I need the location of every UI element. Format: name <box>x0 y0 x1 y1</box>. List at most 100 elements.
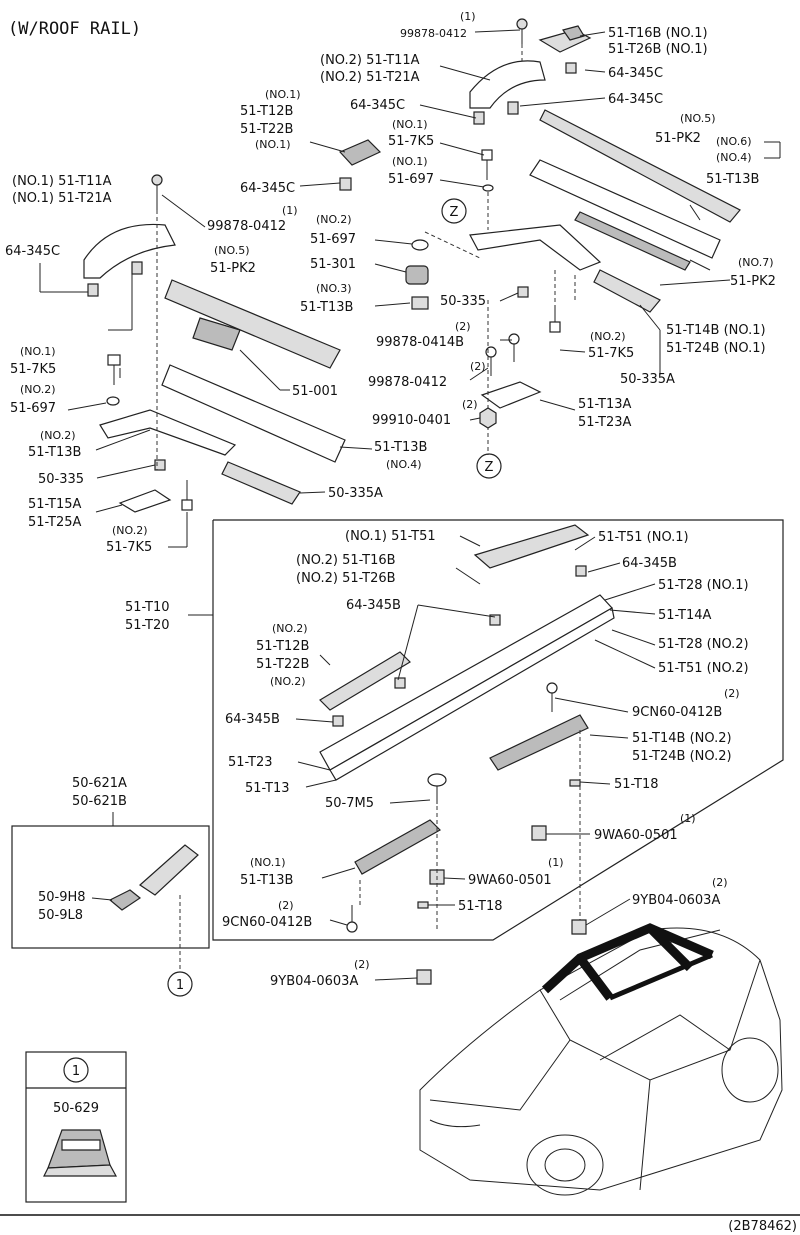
label-l38: (2) <box>455 320 471 333</box>
label-l78: 51-T22B <box>256 657 309 672</box>
label-l62: 51-T25A <box>28 515 82 530</box>
clip-64-345C-a <box>565 62 577 74</box>
label-l06: 64-345C <box>608 66 663 81</box>
label-l107: 9YB04-0603A <box>270 974 358 989</box>
label-l88: 51-T13 <box>245 781 290 796</box>
inset-part-number: 50-629 <box>53 1101 99 1116</box>
label-l39: 99878-0414B <box>376 335 464 350</box>
clip-64-345B-a <box>575 565 587 577</box>
label-l103: 51-T18 <box>458 899 503 914</box>
label-l85: 51-T14B (NO.2) <box>632 731 732 746</box>
label-l41: 51-7K5 <box>588 346 634 361</box>
clip-64-345B-d <box>332 715 344 727</box>
pad-51-T13B-no3 <box>411 296 429 310</box>
label-l76: (NO.2) <box>272 622 308 635</box>
rail-51-T20-lower <box>329 607 615 781</box>
molding-50-621A <box>139 844 199 896</box>
label-l31: (NO.3) <box>316 282 352 295</box>
label-l96: 51-T13B <box>240 873 293 888</box>
label-l77: 51-T12B <box>256 639 309 654</box>
label-l55: 99910-0401 <box>372 413 451 428</box>
pad-50-335A-left <box>221 461 301 505</box>
car-outline-illustration <box>419 927 783 1196</box>
label-l53: 51-T23A <box>578 415 632 430</box>
label-l15: (NO.1) <box>392 155 428 168</box>
screw-9CN60-0412B-bottom <box>346 905 358 933</box>
label-l54: (2) <box>462 398 478 411</box>
label-l61: 51-T15A <box>28 497 82 512</box>
label-l79: (NO.2) <box>270 675 306 688</box>
label-l07: 64-345C <box>350 98 405 113</box>
cover-51-T16B-no2 <box>473 524 590 569</box>
bracket-51-T13A <box>480 381 542 409</box>
nut-9YB04-0603A-b <box>571 919 587 935</box>
label-l81: 51-T51 (NO.2) <box>658 661 749 676</box>
label-l11: 51-T22B <box>240 122 293 137</box>
label-l106: (2) <box>354 958 370 971</box>
label-l58: 51-T13B <box>374 440 427 455</box>
label-l20: (NO.4) <box>716 151 752 164</box>
label-l10: 51-T12B <box>240 104 293 119</box>
label-l98: 9WA60-0501 <box>468 873 552 888</box>
label-l24: 64-345C <box>240 181 295 196</box>
label-l30: 51-301 <box>310 257 356 272</box>
label-l68: (NO.2) 51-T16B <box>296 553 396 568</box>
label-l67: 51-T51 (NO.1) <box>598 530 689 545</box>
label-l16: 51-697 <box>388 172 434 187</box>
washer-51-697-no2 <box>411 239 429 251</box>
label-l28: (NO.2) <box>316 213 352 226</box>
label-l02: 51-T16B (NO.1) <box>608 26 708 41</box>
label-l74: 64-345B <box>346 598 401 613</box>
pad-50-335A-right <box>593 269 661 313</box>
label-l35: 51-PK2 <box>210 261 256 276</box>
label-l08: 64-345C <box>608 92 663 107</box>
clip-64-345C-c <box>507 101 519 115</box>
bolt-51-7K5-left <box>107 354 121 385</box>
label-l43: 51-T24B (NO.1) <box>666 341 766 356</box>
label-l51: 50-335A <box>620 372 675 387</box>
roof-rail-detail-frame <box>212 519 784 941</box>
label-l29: 51-697 <box>310 232 356 247</box>
bolt-51-7K5-no2 <box>549 305 561 333</box>
label-l47: 51-697 <box>10 401 56 416</box>
label-l25: (1) <box>282 204 298 217</box>
zone-marker-bottom-label: Z <box>485 460 494 475</box>
label-l94: 9WA60-0501 <box>594 828 678 843</box>
bolt-51-7K5-no2-left <box>181 480 193 511</box>
clip-64-345C-e <box>87 283 99 297</box>
clip-50-335 <box>517 286 529 298</box>
bracket-51-T14B-no1 <box>469 224 602 271</box>
label-l01q: (1) <box>460 10 476 23</box>
label-l52: 51-T13A <box>578 397 632 412</box>
label-l83: 9CN60-0412B <box>632 705 722 720</box>
label-l105: 9YB04-0603A <box>632 893 720 908</box>
label-l80: 51-T28 (NO.2) <box>658 637 749 652</box>
label-l95: (NO.1) <box>250 856 286 869</box>
label-l87: 51-T23 <box>228 755 273 770</box>
screw-99878-0414B <box>508 333 520 362</box>
trim-detail-frame <box>11 825 210 949</box>
label-l18: 51-PK2 <box>655 131 701 146</box>
label-l82: (2) <box>724 687 740 700</box>
clip-64-345C-f <box>131 261 143 275</box>
clip-64-345C-d <box>339 177 352 191</box>
label-l27: 64-345C <box>5 244 60 259</box>
label-l19: (NO.6) <box>716 135 752 148</box>
label-l73: 51-T20 <box>125 618 170 633</box>
label-l26: 99878-0412 <box>207 219 286 234</box>
nut-9YB04-0603A-a <box>416 969 432 985</box>
nut-99910-0401 <box>479 407 497 429</box>
label-l100: 50-9L8 <box>38 908 83 923</box>
label-l32: 51-T13B <box>300 300 353 315</box>
label-l17: (NO.5) <box>680 112 716 125</box>
label-l50: 99878-0412 <box>368 375 447 390</box>
label-l34: (NO.5) <box>214 244 250 257</box>
bracket-51-T15A <box>118 489 172 513</box>
label-l63: 50-335A <box>328 486 383 501</box>
label-l36: (NO.7) <box>738 256 774 269</box>
label-l92: 50-621B <box>72 794 127 809</box>
label-l86: 51-T24B (NO.2) <box>632 749 732 764</box>
bracket-51-T12B-no1 <box>338 139 382 166</box>
label-l84: 64-345B <box>225 712 280 727</box>
